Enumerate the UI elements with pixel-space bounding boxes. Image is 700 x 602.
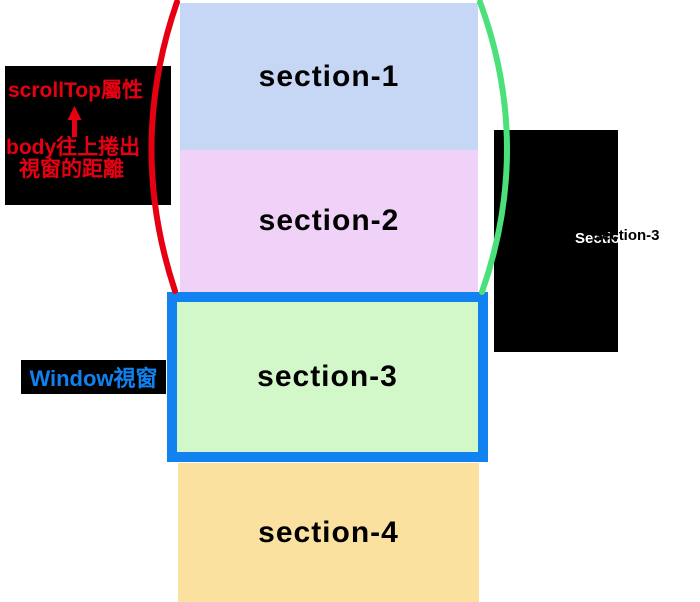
scrolltop-title: scrollTop屬性 <box>8 79 143 102</box>
scrolltop-desc-line1: body往上捲出 <box>6 136 141 159</box>
window-viewport-box: section-3 <box>167 292 488 462</box>
section-2-block: section-2 <box>180 150 478 292</box>
section-4-label: section-4 <box>258 515 399 549</box>
right-annotation-label: Section-3 <box>592 227 660 244</box>
right-annotation-box <box>494 130 618 352</box>
section-1-block: section-1 <box>180 3 478 150</box>
section-4-block: section-4 <box>178 463 479 602</box>
scrolltop-desc-line2: 視窗的距離 <box>19 158 124 181</box>
section-1-label: section-1 <box>258 59 400 93</box>
section-3-label: section-3 <box>257 360 398 393</box>
scrolltop-note-box: scrollTop屬性 body往上捲出 視窗的距離 <box>5 66 171 205</box>
section-2-label: section-2 <box>258 204 400 237</box>
window-viewport-label: Window視窗 <box>29 366 158 391</box>
window-viewport-label-box: Window視窗 <box>21 360 166 394</box>
